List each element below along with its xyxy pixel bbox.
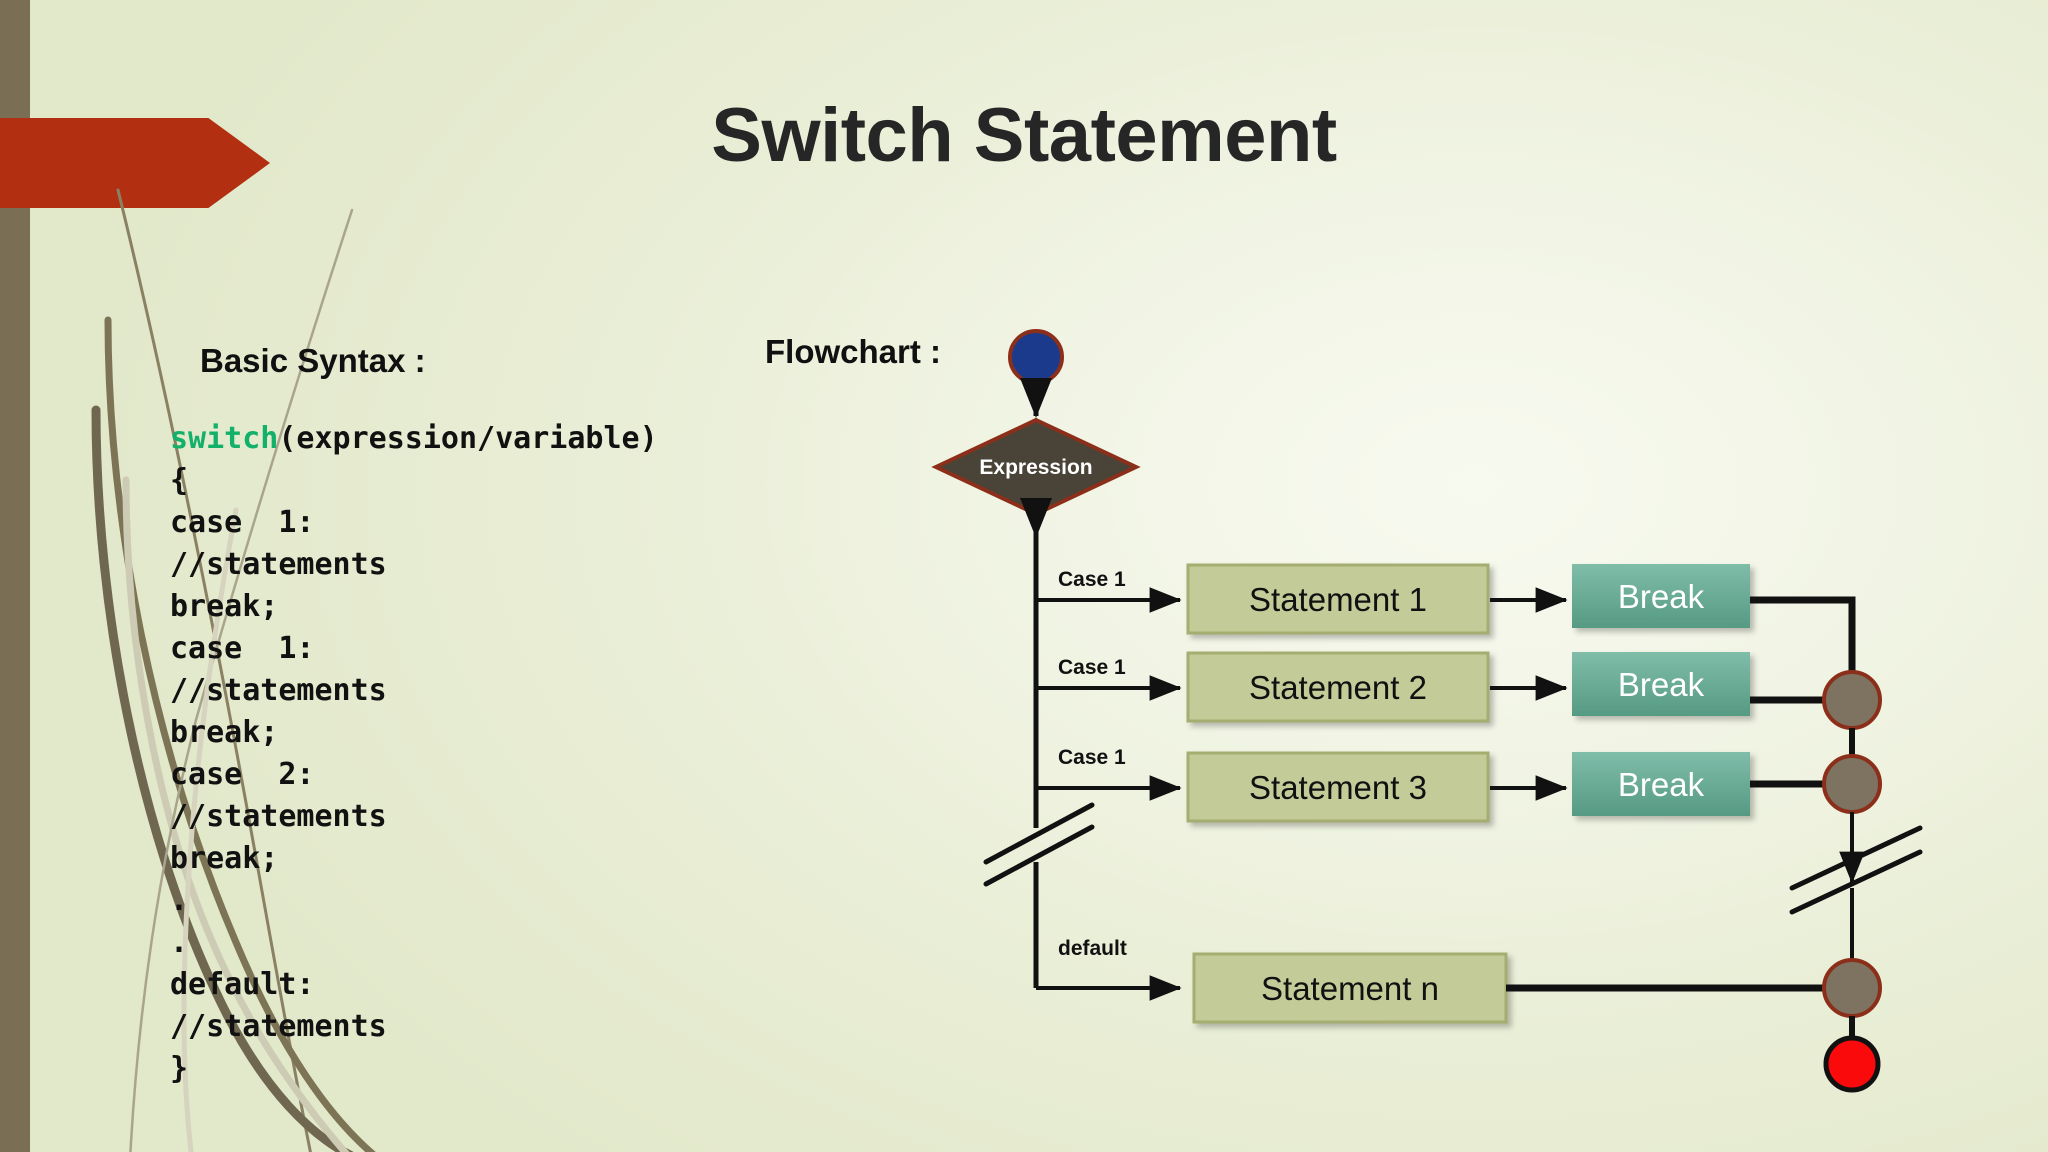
break-label-1: Break: [1618, 578, 1705, 615]
code-line-4: break;: [170, 589, 279, 624]
basic-syntax-heading: Basic Syntax :: [200, 342, 426, 379]
decision-label: Expression: [979, 456, 1092, 479]
code-line-12: .: [170, 925, 189, 960]
code-line-11: .: [170, 883, 189, 918]
start-node: [1008, 329, 1064, 385]
statement-box-n: [1192, 952, 1508, 1024]
code-line-5: case 1:: [170, 631, 315, 666]
code-line-10: break;: [170, 841, 279, 876]
merge-node-1: [1822, 670, 1882, 730]
break-box-1: [1572, 564, 1750, 628]
join-break1-to-rail: [1750, 596, 1856, 690]
edge-label-case-3: Case 1: [1058, 746, 1126, 769]
statement-box-2: [1186, 651, 1490, 723]
code-line-8: case 2:: [170, 757, 315, 792]
code-line-14: //statements: [170, 1009, 387, 1044]
statement-label-2: Statement 2: [1249, 669, 1427, 706]
switch-keyword: switch: [170, 421, 279, 456]
merge-node-3: [1822, 958, 1882, 1018]
statement-label-1: Statement 1: [1249, 581, 1427, 618]
statement-label-n: Statement n: [1261, 970, 1439, 1007]
break-label-3: Break: [1618, 766, 1705, 803]
edge-label-default: default: [1058, 937, 1127, 960]
code-line-6: //statements: [170, 673, 387, 708]
code-line-3: //statements: [170, 547, 387, 582]
statement-label-3: Statement 3: [1249, 769, 1427, 806]
break-box-2: [1572, 652, 1750, 716]
page-title: Switch Statement: [711, 93, 1337, 178]
end-node: [1823, 1035, 1881, 1093]
break-label-2: Break: [1618, 666, 1705, 703]
spine-break-marks: [983, 802, 1095, 887]
statement-box-3: [1186, 751, 1490, 823]
code-line-7: break;: [170, 715, 279, 750]
rail-break-marks: [1789, 825, 1923, 915]
edge-label-case-1: Case 1: [1058, 568, 1126, 591]
code-line-13: default:: [170, 967, 315, 1002]
statement-box-1: [1186, 563, 1490, 635]
code-line-15: }: [170, 1051, 189, 1086]
code-line-2: case 1:: [170, 505, 315, 540]
code-line-9: //statements: [170, 799, 387, 834]
flowchart-label: Flowchart :: [765, 333, 942, 370]
code-line-1: {: [170, 463, 189, 498]
code-snippet: switch(expression/variable) { case 1: //…: [170, 418, 658, 1090]
code-line-0: (expression/variable): [278, 421, 658, 456]
merge-node-2: [1822, 754, 1882, 814]
edge-label-case-2: Case 1: [1058, 656, 1126, 679]
break-box-3: [1572, 752, 1750, 816]
